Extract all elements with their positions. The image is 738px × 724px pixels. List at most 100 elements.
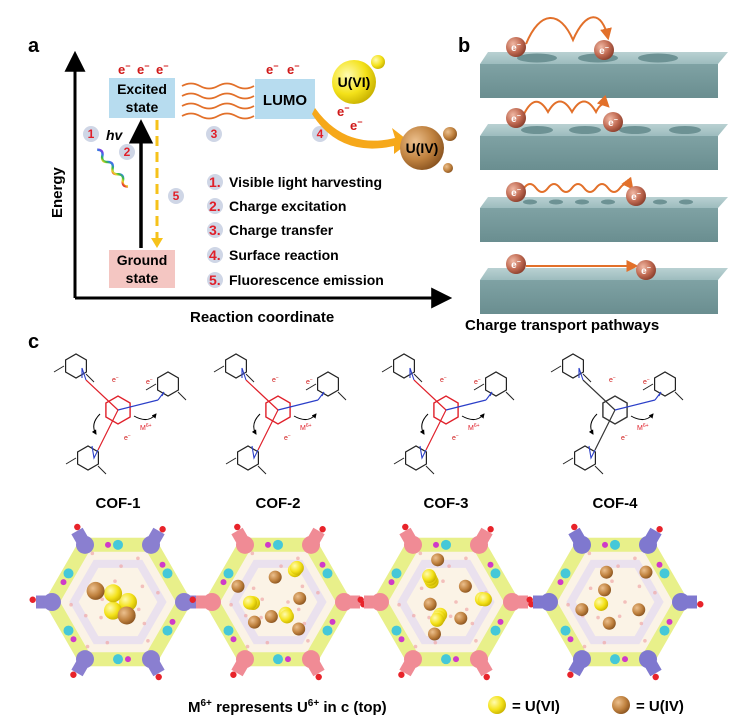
svg-text:2.: 2. — [209, 198, 221, 214]
reduction-arrow — [312, 108, 410, 154]
excited-electrons: e− e− e− — [118, 61, 169, 77]
svg-text:e−: e− — [112, 375, 119, 384]
excited-state-line1: Excited — [117, 81, 167, 97]
footer-note: M6+ represents U6+ in c (top) — [188, 698, 387, 716]
cof-4-molecule: M6+ e− e− e− — [550, 353, 684, 475]
cof-3-framework — [357, 523, 535, 681]
panel-a-label: a — [28, 35, 40, 57]
svg-text:M6+: M6+ — [637, 423, 649, 432]
svg-text:e−: e− — [621, 433, 628, 442]
u6-label: U(VI) — [338, 74, 371, 90]
svg-text:Visible light harvesting: Visible light harvesting — [229, 174, 382, 190]
panel-b-label: b — [458, 35, 470, 57]
cof-2-molecule: M6+ e− e− e− — [213, 353, 347, 475]
u4-label: U(IV) — [406, 140, 439, 156]
charge-transfer-waves — [181, 82, 255, 120]
svg-text:e−: e− — [452, 433, 459, 442]
svg-text:e−: e− — [599, 45, 609, 57]
excited-state-line2: state — [126, 99, 159, 115]
energy-axis-label: Energy — [49, 166, 66, 218]
slab-3 — [480, 176, 728, 242]
ground-state-line1: Ground — [117, 252, 168, 268]
svg-text:e−: e− — [511, 113, 521, 125]
svg-text:e−: e− — [337, 103, 350, 119]
excited-state-box — [109, 78, 175, 118]
electron-ball — [506, 182, 526, 202]
cof-4-label: COF-4 — [593, 495, 639, 512]
svg-text:5.: 5. — [209, 272, 221, 288]
svg-text:Charge excitation: Charge excitation — [229, 198, 346, 214]
slab-1 — [480, 16, 728, 98]
svg-text:e−: e− — [284, 433, 291, 442]
svg-text:4: 4 — [317, 127, 324, 141]
svg-text:Surface reaction: Surface reaction — [229, 247, 339, 263]
svg-text:4.: 4. — [209, 247, 221, 263]
svg-text:e−: e− — [511, 187, 521, 199]
step-legend: 1. Visible light harvesting 2. Charge ex… — [207, 174, 384, 288]
cof-3-label: COF-3 — [424, 495, 469, 512]
cof-3-molecule: M6+ e− e− e− — [381, 353, 515, 475]
svg-text:e−: e− — [608, 117, 618, 129]
electron-ball — [506, 108, 526, 128]
ground-state-line2: state — [126, 270, 159, 286]
panel-c: c M6+ e− e− e− M6+ e− e− e− M6+ e− e− e− M6+ e− e− e− C… — [28, 331, 704, 716]
svg-text:e−: e− — [609, 375, 616, 384]
svg-text:3.: 3. — [209, 222, 221, 238]
fluorescence-arrowhead — [151, 238, 163, 248]
svg-text:5: 5 — [173, 189, 180, 203]
svg-text:3: 3 — [211, 127, 218, 141]
electron-ball — [506, 254, 526, 274]
lumo-box — [255, 79, 315, 119]
svg-text:e−: e− — [511, 259, 521, 271]
electron-ball — [636, 260, 656, 280]
legend-u6-label: = U(VI) — [512, 698, 560, 715]
u4-sphere-tiny — [443, 163, 453, 173]
slab-4 — [480, 254, 728, 314]
legend-u4-sphere — [612, 696, 630, 714]
light-wave — [97, 148, 129, 188]
svg-text:Charge transfer: Charge transfer — [229, 222, 334, 238]
svg-text:1: 1 — [88, 127, 95, 141]
slab-2 — [480, 94, 728, 170]
svg-text:Fluorescence emission: Fluorescence emission — [229, 272, 384, 288]
svg-text:e−: e− — [511, 42, 521, 54]
reaction-axis-label: Reaction coordinate — [190, 309, 334, 326]
svg-text:e−: e− — [156, 61, 169, 77]
svg-text:2: 2 — [124, 145, 131, 159]
panel-c-label: c — [28, 331, 39, 353]
hv-label: hv — [106, 127, 124, 143]
svg-text:M6+: M6+ — [300, 423, 312, 432]
legend-u6-sphere — [488, 696, 506, 714]
step-circles: 1 2 3 4 5 — [83, 126, 328, 204]
svg-text:e−: e− — [641, 265, 651, 277]
svg-text:e−: e− — [643, 377, 650, 386]
svg-text:e−: e− — [146, 377, 153, 386]
slab-electron-labels: e− e− e− e− e− e− e− e− — [511, 42, 651, 277]
electron-ball — [506, 37, 526, 57]
svg-text:e−: e− — [440, 375, 447, 384]
svg-text:M6+: M6+ — [468, 423, 480, 432]
u4-sphere-small — [443, 127, 457, 141]
svg-text:e−: e− — [272, 375, 279, 384]
cof-1-label: COF-1 — [96, 495, 141, 512]
svg-text:e−: e− — [306, 377, 313, 386]
electron-ball — [603, 112, 623, 132]
u6-sphere-small — [371, 55, 385, 69]
cof-1-framework — [29, 523, 207, 681]
reduction-electrons: e− e− — [337, 103, 363, 133]
electron-ball — [626, 186, 646, 206]
cof-frameworks — [29, 523, 704, 681]
cof-1-molecule: M6+ e− e− e− — [53, 353, 187, 475]
svg-text:e−: e− — [124, 433, 131, 442]
panel-b: b — [458, 16, 728, 334]
svg-text:M6+: M6+ — [140, 423, 152, 432]
lumo-label: LUMO — [263, 92, 307, 109]
cof-2-framework — [189, 523, 367, 681]
panel-a: a Energy Reaction coordinate Excited sta… — [28, 35, 457, 326]
svg-text:e−: e− — [266, 61, 279, 77]
svg-text:e−: e− — [350, 117, 363, 133]
cof-structures: M6+ e− e− e− M6+ e− e− e− M6+ e− e− e− M6+ e− e− e− — [53, 353, 684, 475]
u6-sphere — [332, 60, 376, 104]
svg-text:e−: e− — [474, 377, 481, 386]
